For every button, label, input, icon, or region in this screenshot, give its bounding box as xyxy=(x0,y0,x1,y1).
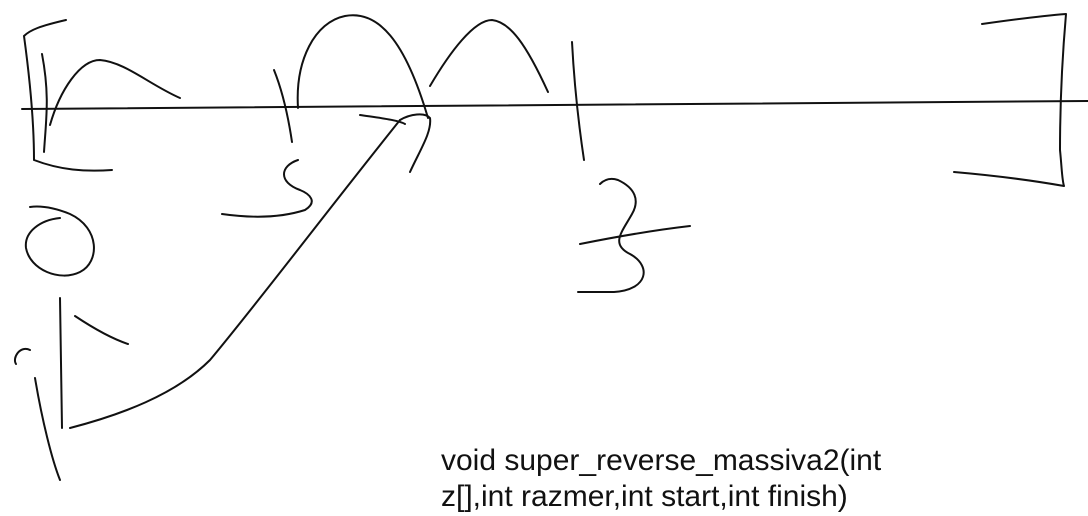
stroke-diagonal-short xyxy=(74,315,129,345)
stroke-long-left xyxy=(34,377,61,481)
code-text: void super_reverse_massiva2(int z[],int … xyxy=(441,443,1001,515)
stroke-horizontal-line xyxy=(21,100,1088,110)
stroke-sweep xyxy=(69,119,401,429)
code-line-2: z[],int razmer,int start,int finish) xyxy=(441,480,848,513)
stroke-f-crossbar xyxy=(579,225,691,245)
stroke-big-arch xyxy=(296,14,429,119)
stroke-vertical-short xyxy=(59,297,63,429)
stroke-center-dash xyxy=(359,114,406,125)
stroke-vertical-right xyxy=(571,41,585,161)
stroke-left-bracket-inner xyxy=(41,53,48,153)
code-line-1: void super_reverse_massiva2(int xyxy=(441,444,882,477)
stroke-s-shape xyxy=(221,159,313,218)
stroke-hook-left xyxy=(14,347,31,365)
stroke-loop xyxy=(24,205,95,277)
stroke-small-arch xyxy=(429,19,549,93)
stroke-f-shape xyxy=(577,177,645,293)
stroke-left-bracket xyxy=(23,19,113,172)
stroke-left-arch xyxy=(49,59,181,126)
stroke-center-hook xyxy=(399,113,432,173)
stroke-left-tick xyxy=(273,69,293,143)
stroke-right-bracket xyxy=(953,13,1067,187)
